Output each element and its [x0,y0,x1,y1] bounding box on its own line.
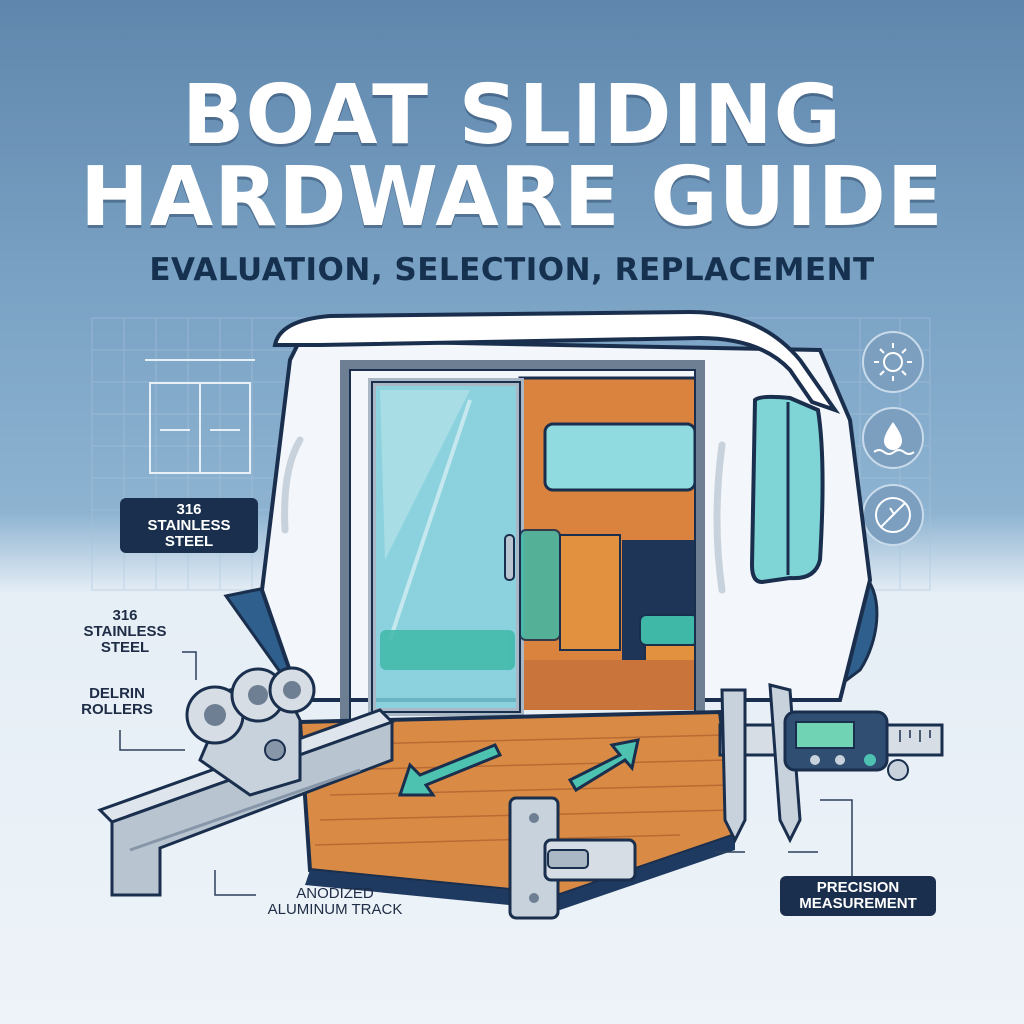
deck-planks [314,734,733,846]
interior-floor [520,660,698,710]
digital-caliper [718,683,944,844]
subtitle: EVALUATION, SELECTION, REPLACEMENT [149,252,875,288]
blueprint-window-sketch [145,359,255,474]
title-line-2: HARDWARE GUIDE [80,150,944,245]
delrin-rollers-label: DELRIN ROLLERS [81,685,153,718]
title-line-1: BOAT SLIDING [182,68,842,163]
no-corrosion-icon [862,484,924,546]
water-drop-icon [862,407,924,469]
door-handle[interactable] [504,534,515,581]
precision-measurement-badge: PRECISION MEASUREMENT [780,876,936,916]
glass-seat [380,529,561,670]
door-latch[interactable] [508,796,637,920]
stainless-steel-label: 316 STAINLESS STEEL [83,607,167,656]
handrail-right [713,441,726,594]
roller-assembly [185,666,316,797]
cabin-roof [272,309,841,414]
interior-window [543,422,697,492]
slide-direction-arrows [397,738,640,797]
sun-icon [862,331,924,393]
aluminum-track-label: ANODIZED ALUMINUM TRACK [267,885,403,918]
handrail-left [281,436,304,534]
callout-leaders [119,651,853,896]
stainless-steel-badge: 316 STAINLESS STEEL [120,498,258,554]
